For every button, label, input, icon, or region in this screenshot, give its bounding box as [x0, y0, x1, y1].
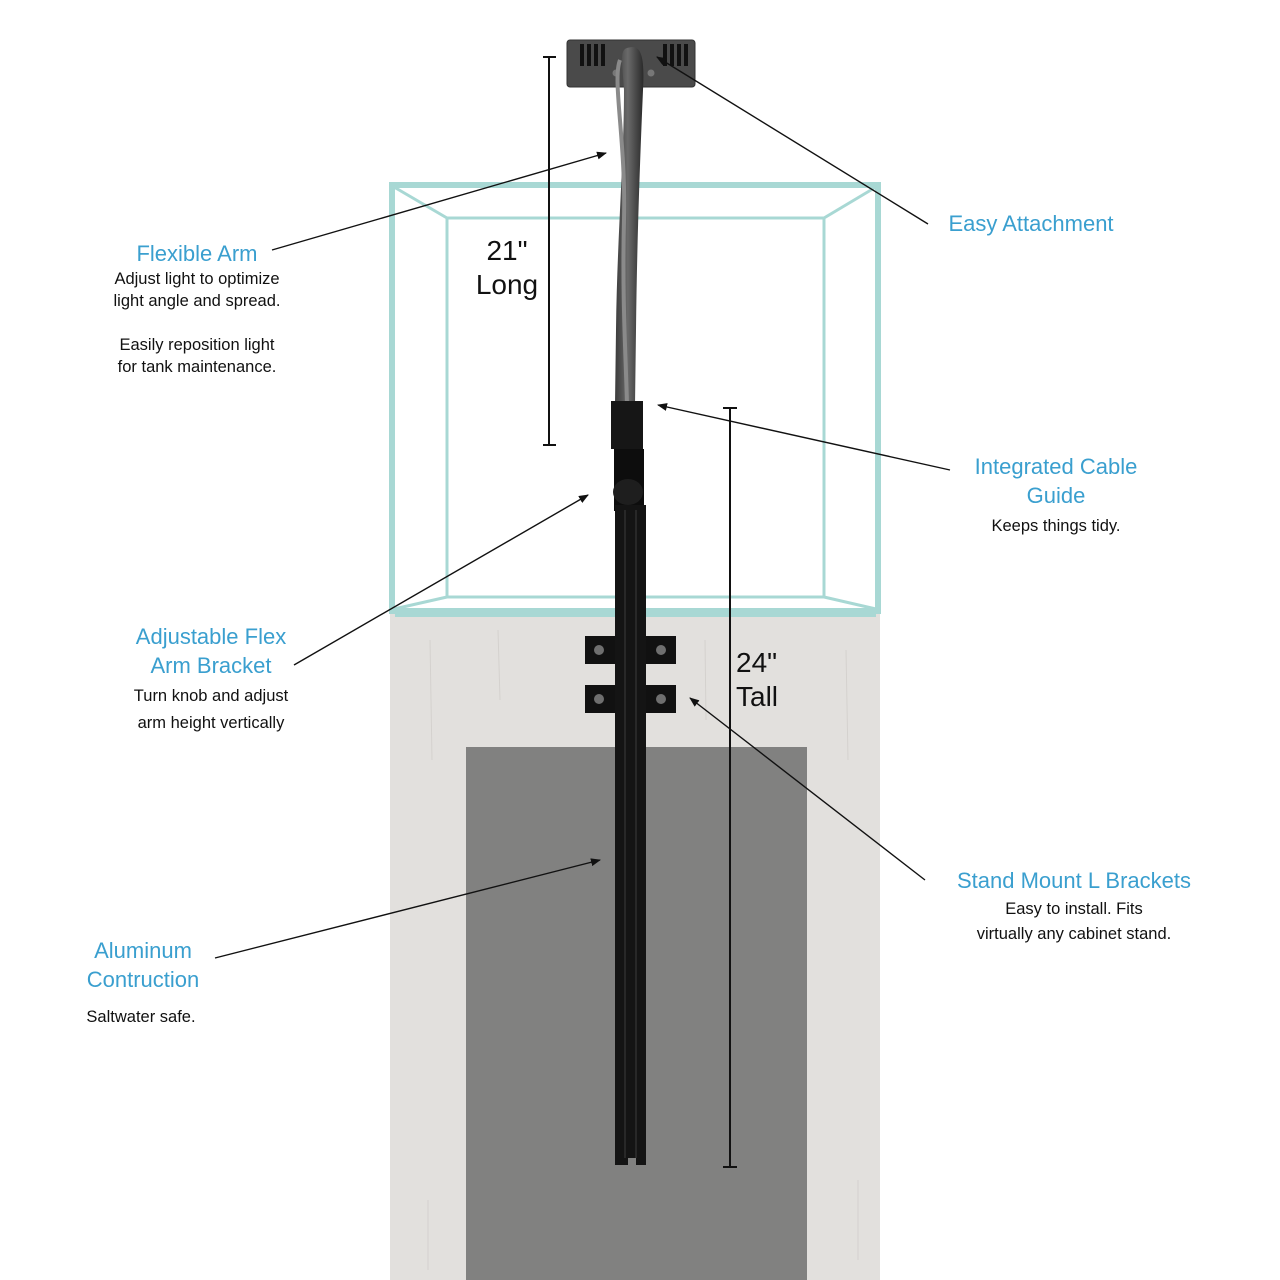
vent-slots-right: [663, 44, 688, 66]
mount-screw: [647, 69, 655, 77]
bracket-bolt: [594, 645, 604, 655]
vent-slots-left: [580, 44, 605, 66]
callout-desc: for tank maintenance.: [117, 358, 277, 376]
mount-height-label: 24" Tall: [736, 646, 802, 714]
mount-height-unit-label: Tall: [736, 681, 779, 712]
wood-grain: [427, 629, 859, 1270]
adjustment-knob: [613, 479, 643, 505]
aluminum-mount-rail: [615, 505, 646, 1165]
callout-stand-mount: Stand Mount L Brackets Easy to install. …: [930, 866, 1218, 945]
leader-easy-attachment: [656, 56, 929, 225]
arm-length-label: 21" Long: [462, 234, 552, 302]
callout-desc: Adjust light to optimize: [114, 270, 280, 288]
callout-title: Guide: [1026, 483, 1086, 508]
callout-title: Integrated Cable: [974, 454, 1138, 479]
callout-desc: virtually any cabinet stand.: [976, 925, 1172, 943]
callout-title: Aluminum: [94, 938, 192, 963]
callout-desc: light angle and spread.: [113, 292, 281, 310]
callout-desc: Saltwater safe.: [86, 1008, 196, 1026]
bracket-bolt: [656, 645, 666, 655]
arm-length-value: 21": [486, 235, 528, 266]
callout-easy-attachment: Easy Attachment: [926, 209, 1136, 238]
bracket-bolt: [594, 694, 604, 704]
leader-adjustable-bracket: [293, 494, 589, 666]
callout-desc: Easy to install. Fits: [1005, 900, 1143, 918]
dimension-mount-height: [723, 407, 737, 1168]
callout-desc: arm height vertically: [137, 714, 285, 732]
light-fixture: [566, 39, 696, 1165]
leader-flexible-arm: [271, 151, 607, 251]
callout-aluminum: Aluminum Contruction Saltwater safe.: [60, 936, 226, 1028]
bracket-bolt: [656, 694, 666, 704]
callout-title: Adjustable Flex: [135, 624, 287, 649]
callout-title: Contruction: [86, 967, 200, 992]
power-cable: [615, 59, 629, 406]
callout-desc: Turn knob and adjust: [133, 687, 289, 705]
callout-title: Flexible Arm: [136, 241, 258, 266]
callout-flexible-arm: Flexible Arm Adjust light to optimize li…: [86, 239, 308, 378]
callout-title: Easy Attachment: [948, 211, 1114, 236]
mount-height-value: 24": [736, 647, 778, 678]
dimension-arm-length: [543, 56, 556, 446]
leader-aluminum: [214, 858, 601, 959]
callout-desc: Keeps things tidy.: [991, 517, 1121, 535]
leader-cable-guide: [657, 403, 951, 471]
leader-stand-mount: [689, 697, 926, 881]
l-brackets: [585, 636, 676, 713]
callout-title: Stand Mount L Brackets: [957, 868, 1191, 893]
leader-lines: [214, 56, 951, 959]
callout-title: Arm Bracket: [150, 653, 272, 678]
callout-adjustable-bracket: Adjustable Flex Arm Bracket Turn knob an…: [100, 622, 322, 734]
spacer: [86, 312, 308, 334]
cable-guide: [611, 401, 643, 449]
arm-length-unit-label: Long: [475, 269, 539, 300]
callout-desc: Easily reposition light: [119, 336, 275, 354]
flexible-arm: [615, 47, 644, 406]
callout-cable-guide: Integrated Cable Guide Keeps things tidy…: [950, 452, 1162, 537]
